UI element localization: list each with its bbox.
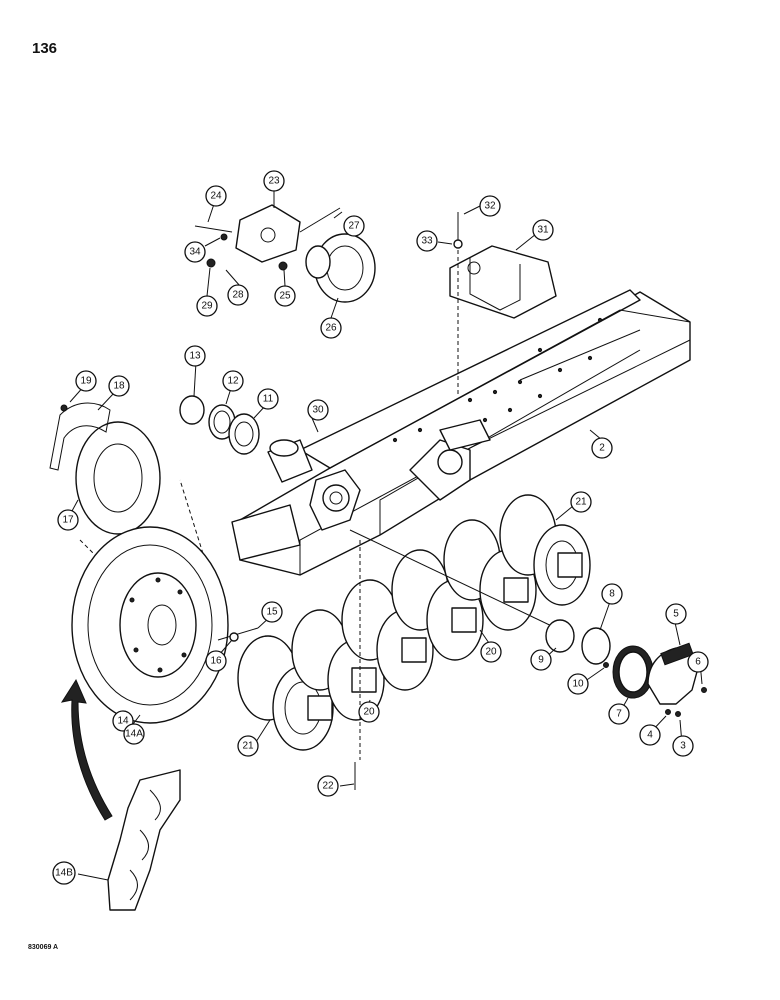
callout-6: 6 (687, 651, 709, 673)
svg-text:32: 32 (484, 201, 496, 212)
svg-text:19: 19 (80, 376, 92, 387)
svg-text:14A: 14A (125, 729, 143, 740)
callout-14a: 14A (123, 723, 145, 745)
svg-text:10: 10 (572, 679, 584, 690)
callout-27: 27 (343, 215, 365, 237)
svg-text:6: 6 (695, 657, 701, 668)
callout-20-right: 20 (480, 641, 502, 663)
callout-10: 10 (567, 673, 589, 695)
svg-text:17: 17 (62, 515, 74, 526)
callout-7: 7 (608, 703, 630, 725)
svg-text:14: 14 (117, 716, 129, 727)
svg-text:7: 7 (616, 709, 622, 720)
callout-26: 26 (320, 317, 342, 339)
svg-text:28: 28 (232, 290, 244, 301)
callout-18: 18 (108, 375, 130, 397)
callout-8: 8 (601, 583, 623, 605)
svg-text:29: 29 (201, 301, 213, 312)
callout-9: 9 (530, 649, 552, 671)
callout-34: 34 (184, 241, 206, 263)
svg-text:3: 3 (680, 741, 686, 752)
svg-text:5: 5 (673, 609, 679, 620)
idler-hub-parts (49, 395, 260, 561)
svg-text:15: 15 (266, 607, 278, 618)
callout-11: 11 (257, 388, 279, 410)
callout-24: 24 (205, 185, 227, 207)
svg-text:25: 25 (279, 291, 291, 302)
svg-text:14B: 14B (55, 868, 73, 879)
svg-text:18: 18 (113, 381, 125, 392)
callout-28: 28 (227, 284, 249, 306)
callout-21-right: 21 (570, 491, 592, 513)
svg-text:20: 20 (363, 707, 375, 718)
callout-20-left: 20 (358, 701, 380, 723)
carrier-roller-assembly (194, 204, 376, 303)
track-rollers (237, 494, 591, 790)
callout-19: 19 (75, 370, 97, 392)
svg-text:26: 26 (325, 323, 337, 334)
svg-text:27: 27 (348, 221, 360, 232)
svg-text:9: 9 (538, 655, 544, 666)
sprocket (71, 526, 259, 724)
svg-text:16: 16 (210, 656, 222, 667)
svg-text:33: 33 (421, 236, 433, 247)
page-number: 136 (32, 40, 58, 57)
callout-14b: 14B (52, 861, 76, 885)
svg-text:13: 13 (189, 351, 201, 362)
callout-4: 4 (639, 724, 661, 746)
svg-text:22: 22 (322, 781, 334, 792)
figure-code: 830069 A (28, 944, 59, 951)
callout-3: 3 (672, 735, 694, 757)
svg-text:8: 8 (609, 589, 615, 600)
svg-text:21: 21 (242, 741, 254, 752)
svg-text:12: 12 (227, 376, 239, 387)
svg-text:30: 30 (312, 405, 324, 416)
callout-31: 31 (532, 219, 554, 241)
callout-30: 30 (307, 399, 329, 421)
callout-16: 16 (205, 650, 227, 672)
svg-text:21: 21 (575, 497, 587, 508)
callout-12: 12 (222, 370, 244, 392)
roller-bracket (449, 212, 557, 395)
callout-13: 13 (184, 345, 206, 367)
callout-21-left: 21 (237, 735, 259, 757)
roller-guard-parts (545, 619, 707, 717)
track-link-segment (60, 678, 181, 911)
track-frame (231, 289, 691, 576)
svg-text:23: 23 (268, 176, 280, 187)
svg-text:31: 31 (537, 225, 549, 236)
svg-text:20: 20 (485, 647, 497, 658)
callout-33: 33 (416, 230, 438, 252)
callout-25: 25 (274, 285, 296, 307)
callout-5: 5 (665, 603, 687, 625)
callout-17: 17 (57, 509, 79, 531)
callout-2: 2 (591, 437, 613, 459)
callout-29: 29 (196, 295, 218, 317)
callout-15: 15 (261, 601, 283, 623)
callout-32: 32 (479, 195, 501, 217)
svg-text:4: 4 (647, 730, 653, 741)
svg-text:11: 11 (263, 394, 274, 405)
callout-22: 22 (317, 775, 339, 797)
svg-text:2: 2 (599, 443, 605, 454)
svg-text:24: 24 (210, 191, 222, 202)
callout-23: 23 (263, 170, 285, 192)
svg-text:34: 34 (189, 247, 201, 258)
